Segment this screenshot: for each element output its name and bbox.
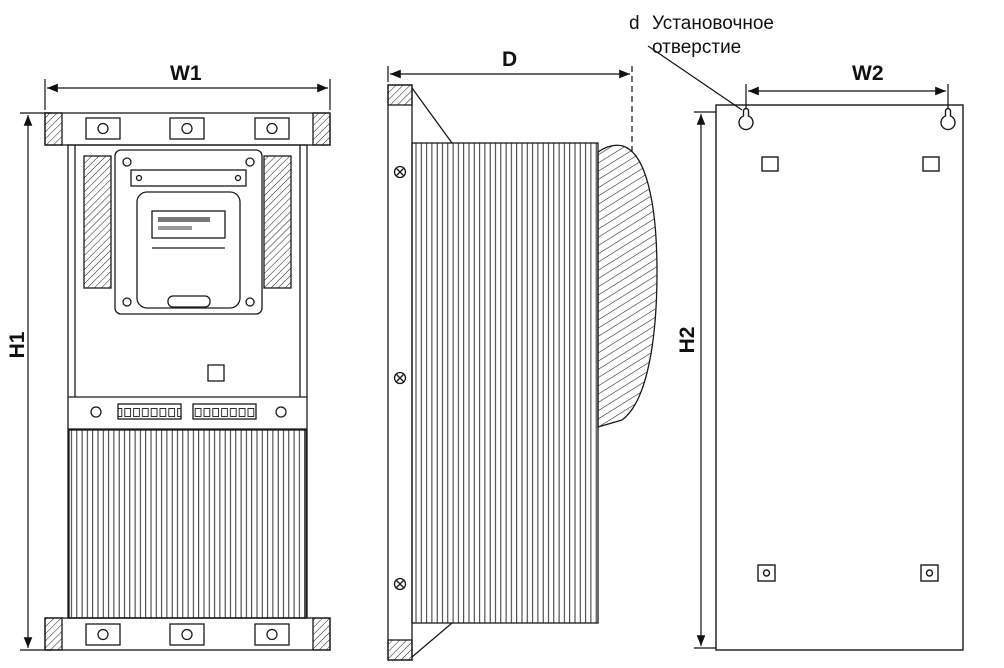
chamfer-bottom [411,622,453,658]
vent-grille-right [263,155,292,289]
keypad-screw [245,157,255,167]
dimension-labels: W1 H1 D W2 H2 d Установочное отверстие [6,13,884,358]
keyhole-slot-right [940,107,956,131]
heatsink-front [68,429,307,619]
bracket-top-tabs [85,117,290,140]
w1-label: W1 [170,62,202,85]
mounting-plate [715,104,964,651]
terminal-strip-right [192,403,257,420]
keyhole-slot-left [738,107,754,131]
flange-hatch-top [387,84,413,106]
bracket-bottom-hatch-right [312,617,331,651]
chamfer-top [411,87,453,144]
keypad-latch [167,295,211,308]
keypad-screw [122,297,132,307]
hole-diameter-label: d [629,13,640,34]
flange-screws [393,165,407,591]
front-cover [597,144,658,428]
terminal-screw-right [275,406,287,418]
terminal-blocks [68,396,307,430]
bottom-hole-left [757,564,776,582]
bracket-bottom-hatch-left [44,617,63,651]
keypad-screw [122,157,132,167]
keypad [114,149,263,315]
side-view [387,84,658,661]
bracket-top-hatch-right [312,112,331,146]
h1-label: H1 [6,331,29,358]
terminal-screw-left [90,406,102,418]
h2-label: H2 [676,327,699,354]
flange-hatch-bottom [387,639,413,661]
bracket-bottom-tabs [85,623,290,646]
display-module [136,191,241,309]
display-screen [151,210,226,239]
d-label: D [502,48,517,71]
square-hole-left [761,156,779,172]
square-hole-right [922,156,940,172]
w2-label: W2 [852,62,884,85]
front-view [44,112,331,651]
dimension-lines [20,45,949,651]
heatsink-side [411,142,599,624]
bottom-hole-right [920,564,939,582]
terminal-strip-left [117,403,182,420]
hole-note-line1: Установочное [652,13,774,34]
mounting-hole-leader [647,45,743,111]
hole-note-line2: отверстие [652,37,741,58]
small-port [207,364,225,382]
bracket-top-hatch-left [44,112,63,146]
keypad-screw [245,297,255,307]
vent-grille-left [83,155,112,289]
rear-view [715,104,964,651]
